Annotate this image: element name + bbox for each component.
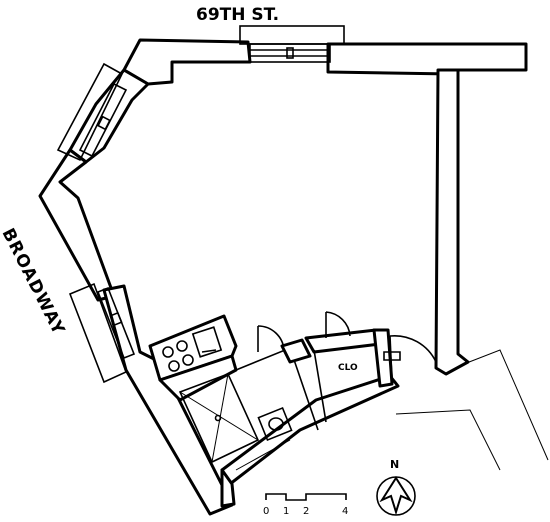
exterior-walls — [38, 38, 528, 516]
bathroom-door — [257, 325, 285, 352]
kitchenette — [148, 314, 238, 382]
closet-top-wall — [304, 328, 382, 354]
north-label: N — [390, 458, 399, 471]
window-bay-mullion — [97, 115, 111, 131]
window-bay-frame — [56, 62, 124, 162]
scale-bar: 0 1 2 4 — [263, 493, 348, 517]
window-broadway-sash — [96, 286, 136, 360]
kitchen-sink-icon — [191, 326, 223, 358]
wall-broadway-lower — [102, 284, 234, 516]
wall-top-left — [122, 38, 252, 86]
scale-tick-4: 4 — [342, 506, 348, 517]
closet-right-wall — [372, 328, 394, 388]
closet: CLO — [304, 311, 394, 423]
window-bay-sash — [78, 82, 128, 158]
context-line-1 — [463, 349, 549, 461]
street-label-broadway-text: BROADWAY — [0, 225, 69, 338]
window-broadway-frame — [68, 282, 128, 384]
washbasin-icon — [257, 406, 293, 442]
window-69th-frame — [239, 25, 345, 45]
stove-burners-icon — [162, 340, 194, 372]
window-69th-st — [239, 25, 345, 63]
window-broadway — [68, 282, 136, 384]
window-bay — [56, 62, 128, 162]
bathroom-door-jamb — [280, 338, 312, 364]
street-label-broadway: BROADWAY — [0, 225, 69, 338]
entry-door — [383, 334, 437, 381]
wall-bottom-stub — [220, 468, 236, 508]
scale-tick-1: 1 — [283, 506, 289, 517]
wall-broadway — [38, 148, 116, 302]
north-arrow-icon: N — [376, 458, 416, 516]
bathroom — [158, 325, 319, 464]
window-broadway-mullion — [109, 311, 123, 327]
wall-lower-diagonal — [220, 374, 400, 486]
street-label-69th: 69TH ST. — [196, 5, 279, 25]
scale-bar-line — [265, 493, 347, 501]
shower-icon — [178, 372, 260, 464]
wall-right-partition — [434, 68, 470, 376]
window-69th-sash — [249, 43, 331, 63]
scale-tick-2: 2 — [303, 506, 309, 517]
adjacent-context-lines — [235, 44, 549, 471]
wall-top-right — [326, 42, 528, 76]
closet-left-wall — [313, 349, 327, 423]
scale-tick-0: 0 — [263, 506, 269, 517]
window-69th-mullion — [286, 47, 294, 59]
context-line-3 — [235, 439, 291, 471]
street-label-69th-text: 69TH ST. — [196, 5, 279, 25]
closet-label: CLO — [338, 363, 358, 373]
context-line-2 — [395, 409, 501, 471]
closet-door — [325, 311, 351, 338]
